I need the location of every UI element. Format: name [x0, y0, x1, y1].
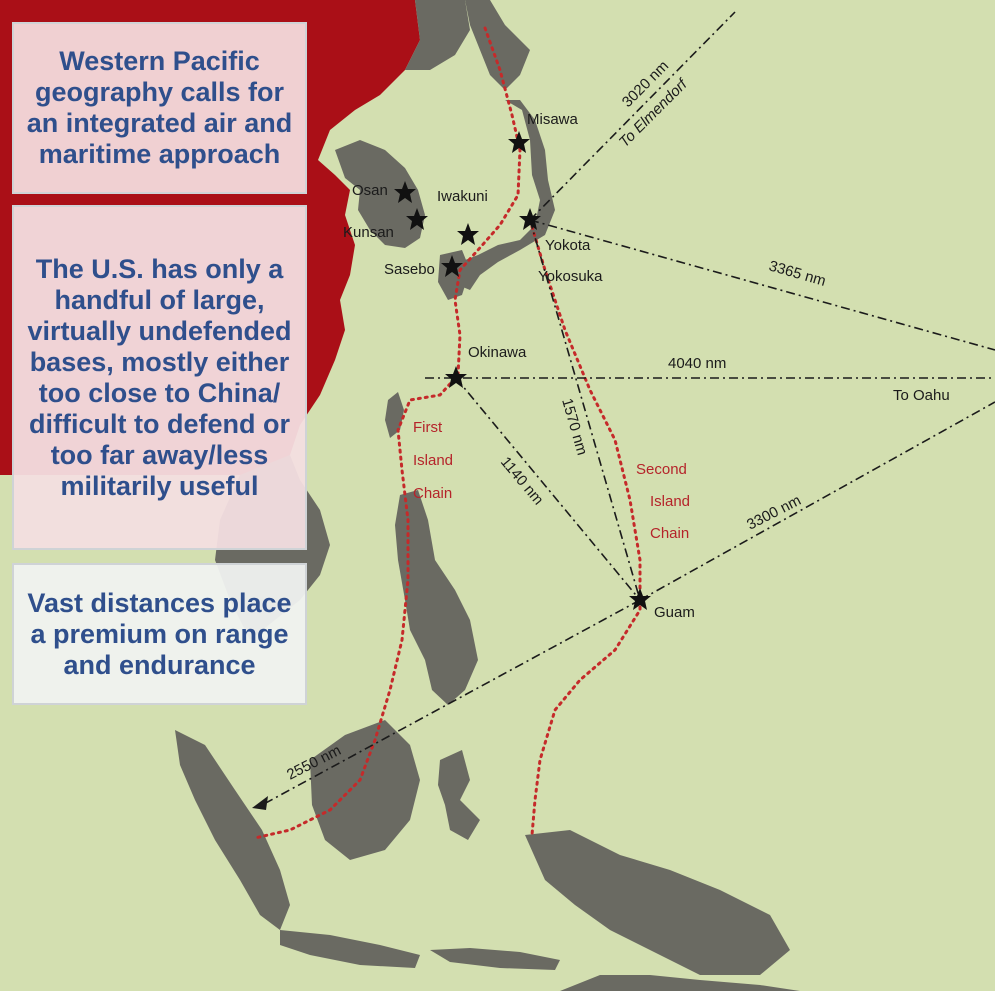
label-yokosuka: Yokosuka: [538, 268, 603, 285]
route-arrowhead: [252, 796, 268, 810]
java: [280, 930, 420, 968]
panel-distances-text: Vast distances place a premium on range …: [27, 587, 292, 680]
star-osan: [394, 181, 416, 203]
second-chain-label-1: Second: [636, 461, 687, 478]
star-okinawa: [445, 366, 467, 388]
base-markers: [394, 131, 651, 610]
star-kunsan: [406, 208, 428, 230]
korea-peninsula: [335, 140, 425, 248]
first-island-chain-line: [253, 26, 522, 840]
label-osan: Osan: [352, 182, 388, 199]
second-island-chain-line: [528, 218, 642, 837]
australia: [560, 975, 800, 991]
second-chain-label-3: Chain: [650, 525, 689, 542]
label-to-oahu: To Oahu: [893, 387, 950, 404]
panel-bases-text: The U.S. has only a handful of large, vi…: [27, 253, 292, 501]
panel-distances: Vast distances place a premium on range …: [12, 563, 307, 705]
route-yokota-elmendorf: [529, 11, 736, 221]
sumatra: [175, 730, 290, 930]
borneo: [310, 720, 420, 860]
japan-hokkaido: [465, 0, 530, 90]
label-4040nm: 4040 nm: [668, 355, 726, 372]
sulawesi: [438, 750, 480, 840]
panel-geography-text: Western Pacific geography calls for an i…: [26, 46, 293, 169]
star-guam: [629, 588, 651, 610]
route-guam-singapore: [261, 599, 641, 806]
label-yokota: Yokota: [545, 237, 591, 254]
route-guam-east: [639, 401, 995, 601]
label-okinawa: Okinawa: [468, 344, 527, 361]
distance-routes: [261, 11, 995, 806]
taiwan: [385, 392, 404, 438]
star-misawa: [508, 131, 530, 153]
russia-landmass: [405, 0, 470, 70]
lesser-sunda-islands: [430, 948, 560, 970]
route-yokota-guam: [529, 219, 641, 601]
japan-kyushu: [438, 250, 470, 300]
label-kunsan: Kunsan: [343, 224, 394, 241]
second-chain-label-2: Island: [650, 493, 690, 510]
new-guinea: [525, 830, 790, 975]
route-yokota-east: [529, 219, 995, 351]
first-chain-label-2: Island: [413, 452, 453, 469]
japan-honshu: [450, 100, 555, 290]
panel-bases: The U.S. has only a handful of large, vi…: [12, 205, 307, 550]
panel-geography: Western Pacific geography calls for an i…: [12, 22, 307, 194]
label-guam: Guam: [654, 604, 695, 621]
star-iwakuni: [457, 223, 479, 245]
first-chain-label-3: Chain: [413, 485, 452, 502]
label-misawa: Misawa: [527, 111, 579, 128]
label-iwakuni: Iwakuni: [437, 188, 488, 205]
star-yokota: [519, 208, 541, 230]
label-sasebo: Sasebo: [384, 261, 435, 278]
philippines: [395, 490, 478, 705]
star-sasebo: [441, 255, 463, 277]
first-chain-label-1: First: [413, 419, 443, 436]
